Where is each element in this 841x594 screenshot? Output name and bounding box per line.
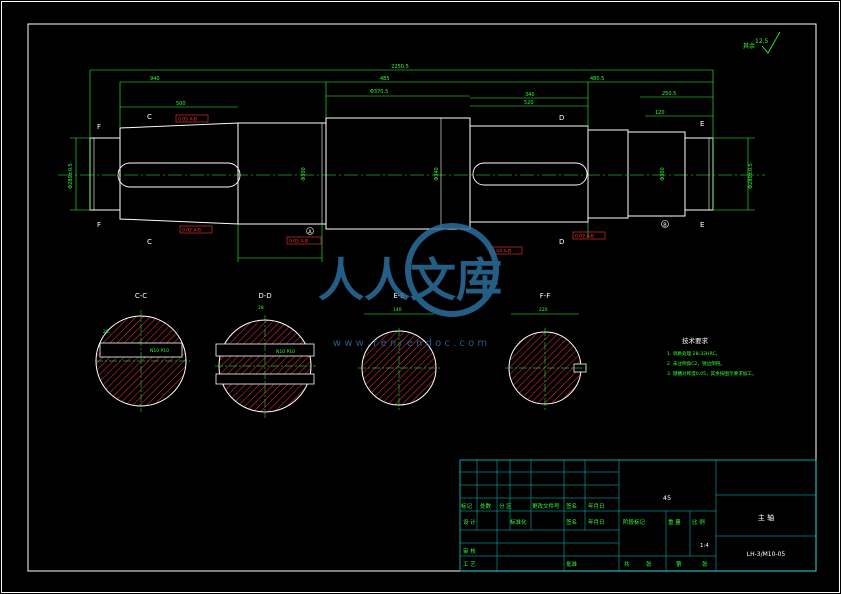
right-keyway: [472, 162, 588, 186]
dimension-lines: [70, 69, 755, 262]
corner-note-prefix: 其余: [743, 42, 755, 50]
tb-label-standard: 标准化: [510, 518, 527, 526]
tb-label-stage: 阶段标记: [623, 518, 646, 526]
section-c-width: 28: [103, 329, 109, 335]
section-d-dim: N10 P10: [276, 349, 295, 355]
section-title-d: D-D: [258, 292, 271, 300]
section-c-dim: N10 P10: [150, 348, 169, 354]
tb-part-name: 主 轴: [758, 513, 774, 522]
tolerance-frames: 0.02 A-B 0.05 A-B 0.04 A-B 0.02 A-B 0.05…: [175, 114, 606, 255]
dim-collar-diameter: Φ370.5: [370, 89, 388, 95]
inner-frame: [27, 23, 817, 572]
technical-requirements: 技术要求 1. 调质处理 28-32HRC。 2. 未注倒角C2，锐边倒钝。 3…: [667, 336, 757, 377]
left-tapered-section: [119, 122, 239, 225]
tb-scale: 1:4: [700, 543, 709, 549]
section-view-e: E-E 140: [358, 292, 440, 410]
center-collar: [325, 117, 471, 230]
section-mark-c-top: C: [147, 113, 152, 121]
datum-b-circle: [661, 220, 669, 228]
watermark-text: 人人文库: [318, 253, 502, 307]
datum-b-label: B: [663, 223, 667, 229]
tb-label-date: 年月日: [588, 502, 605, 510]
dim-right-a: 340: [525, 92, 535, 98]
section-mark-c-bottom: C: [147, 238, 152, 246]
tb-label-weight: 重 量: [668, 518, 681, 526]
right-journal-section: [627, 131, 686, 217]
roughness-symbol-icon: [761, 31, 781, 54]
left-body-section: [237, 122, 327, 225]
dim-keyway-right: 520: [524, 100, 534, 106]
tb-label-ratio: 比 例: [692, 518, 705, 526]
dim-right-length: 480.5: [590, 76, 604, 82]
left-end-journal: [89, 137, 121, 211]
dim-left-body-diameter: Φ300: [301, 167, 307, 180]
section-view-d: D-D N10 P10 28: [215, 292, 316, 418]
section-d-width: 28: [258, 305, 264, 311]
datum-a-circle: [306, 227, 314, 235]
tb-label-doc-no: 更改文件号: [532, 502, 560, 510]
watermark: 人人文库 w w w . r e n r e n d o c . c o m: [318, 223, 502, 349]
section-mark-d-bottom: D: [559, 238, 564, 246]
tb-label-zone: 分 区: [499, 502, 512, 510]
tb-label-sheets: 张: [646, 560, 652, 568]
section-f-width: 220: [539, 307, 548, 313]
section-mark-e-top: E: [700, 120, 704, 128]
dim-left-end-diameter: Φ280±0.5: [68, 163, 74, 189]
section-title-f: F-F: [540, 292, 551, 300]
section-mark-f-top: F: [97, 123, 101, 131]
tb-label-design: 设 计: [463, 518, 476, 526]
tb-label-total: 共: [624, 560, 630, 568]
tb-label-date2: 年月日: [588, 518, 605, 526]
dim-keyway-left: 500: [176, 101, 186, 107]
watermark-logo-ring: [405, 223, 499, 317]
tolerance-4: 0.02 A-B: [575, 234, 594, 240]
tb-label-sign: 签名: [566, 502, 577, 510]
tb-drawing-no: LH-3/M10-05: [747, 551, 786, 558]
dim-right-b: 120: [655, 110, 665, 116]
datum-a-label: A: [308, 230, 312, 236]
tolerance-2: 0.05 A-B: [289, 239, 308, 245]
section-title-c: C-C: [135, 292, 147, 300]
dim-mid-diameter: Φ340: [434, 167, 440, 180]
tb-label-sheet: 张: [702, 560, 708, 568]
dim-right-sub: 250.5: [662, 91, 676, 97]
section-view-c: C-C N10 P10 28: [95, 292, 190, 412]
dim-mid-length: 485: [380, 76, 390, 82]
dim-right-diameter: Φ300: [660, 167, 666, 180]
left-keyway: [117, 162, 241, 188]
tolerance-5: 0.05 A-B: [178, 117, 197, 123]
dim-right-end-diameter: Φ280±0.5: [748, 163, 754, 189]
watermark-url: w w w . r e n r e n d o c . c o m: [333, 338, 487, 349]
tolerance-3: 0.04 A-B: [492, 249, 511, 255]
tb-label-mark: 标记: [461, 502, 473, 510]
title-block: 标记 处数 分 区 更改文件号 签名 年月日 设 计 标准化 签名 年月日 阶段…: [459, 459, 817, 572]
shaft-main-view: 2250.5 940 485 480.5 250.5 500 520 340 1…: [58, 64, 765, 262]
section-e-width: 140: [393, 307, 402, 313]
section-title-e: E-E: [393, 292, 404, 300]
tech-req-item-1: 1. 调质处理 28-32HRC。: [667, 350, 720, 357]
tb-label-process: 工 艺: [463, 561, 476, 568]
corner-roughness-note: 其余 12.5: [743, 31, 781, 54]
tb-material: 45: [663, 494, 671, 502]
dim-left-length: 940: [150, 76, 160, 82]
tb-label-approve: 批准: [566, 560, 578, 568]
tb-label-sign2: 签名: [566, 518, 577, 526]
tb-label-count: 处数: [480, 502, 492, 510]
tolerance-1: 0.02 A-B: [182, 228, 201, 234]
tb-label-page: 第: [676, 560, 682, 568]
tech-req-item-2: 2. 未注倒角C2，锐边倒钝。: [667, 360, 725, 367]
corner-note-value: 12.5: [755, 38, 769, 45]
section-mark-f-bottom: F: [97, 221, 101, 229]
right-step-section: [587, 129, 629, 219]
tech-req-title: 技术要求: [682, 336, 709, 345]
section-view-f: F-F 220: [505, 292, 590, 410]
tb-label-review: 审 核: [463, 547, 476, 555]
dim-overall: 2250.5: [391, 64, 409, 70]
right-body-section: [469, 125, 589, 223]
section-mark-e-bottom: E: [700, 221, 704, 229]
tech-req-item-3: 3. 键槽对称度0.05，其余按图示要求加工。: [667, 370, 757, 377]
section-mark-d-top: D: [559, 114, 564, 122]
